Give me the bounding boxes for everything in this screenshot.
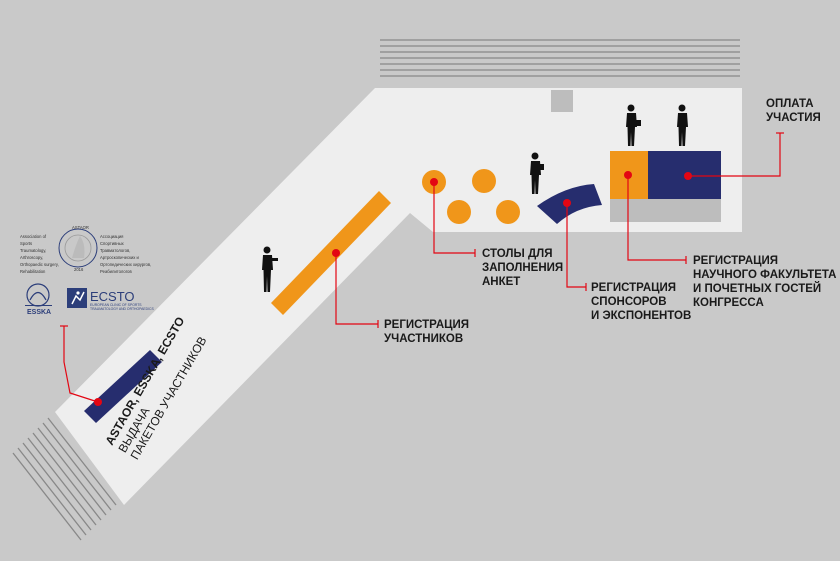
ecsto-logo-icon: ECSTO EUROPEAN CLINIC OF SPORTS TRAUMATO… (67, 288, 154, 311)
label-payment: ОПЛАТА УЧАСТИЯ (766, 98, 821, 124)
participants-counter (271, 191, 391, 315)
dot-faculty (624, 171, 632, 179)
svg-text:ESSKA: ESSKA (27, 309, 51, 316)
svg-text:Association of Sports: Association of Sports Traumatology, Arth… (20, 234, 60, 274)
person-figure-icon (677, 104, 688, 146)
top-stairs (380, 39, 740, 77)
round-table (472, 169, 496, 193)
label-faculty: РЕГИСТРАЦИЯ НАУЧНОГО ФАКУЛЬТЕТА И ПОЧЕТН… (693, 255, 840, 309)
round-table (496, 200, 520, 224)
svg-text:EUROPEAN CLINIC OF SPORTS: EUROPEAN CLINIC OF SPORTS (90, 303, 142, 307)
astaor-logo-icon: Association of Sports Traumatology, Arth… (20, 225, 152, 274)
dot-tables (430, 178, 438, 186)
kits-desk (84, 350, 162, 423)
esska-logo-icon: ESSKA (25, 283, 52, 316)
svg-text:Ассоциация Спортивных: Ассоциация Спортивных Травматологов, Арт… (100, 234, 152, 274)
dot-participants (332, 249, 340, 257)
entrance-block (551, 90, 573, 112)
person-figure-icon (626, 104, 641, 146)
label-tables: СТОЛЫ ДЛЯ ЗАПОЛНЕНИЯ АНКЕТ (482, 248, 566, 288)
dot-kits (94, 398, 102, 406)
round-table (447, 200, 471, 224)
svg-text:ASTAOR: ASTAOR (72, 225, 89, 230)
svg-text:ECSTO: ECSTO (90, 289, 135, 304)
dot-sponsors (563, 199, 571, 207)
dot-payment (684, 172, 692, 180)
callout-dots (94, 171, 692, 406)
person-figure-icon (530, 152, 544, 194)
faculty-desk-gray (610, 199, 721, 222)
person-figure-icon (262, 246, 278, 292)
svg-text:2016: 2016 (74, 267, 84, 272)
label-participants: РЕГИСТРАЦИЯ УЧАСТНИКОВ (384, 319, 472, 345)
svg-text:TRAUMATOLOGY AND ORTHOPAEDICS: TRAUMATOLOGY AND ORTHOPAEDICS (90, 307, 154, 311)
label-sponsors: РЕГИСТРАЦИЯ СПОНСОРОВ И ЭКСПОНЕНТОВ (591, 282, 691, 322)
bottom-stairs (12, 417, 117, 541)
callout-lines (60, 132, 784, 403)
